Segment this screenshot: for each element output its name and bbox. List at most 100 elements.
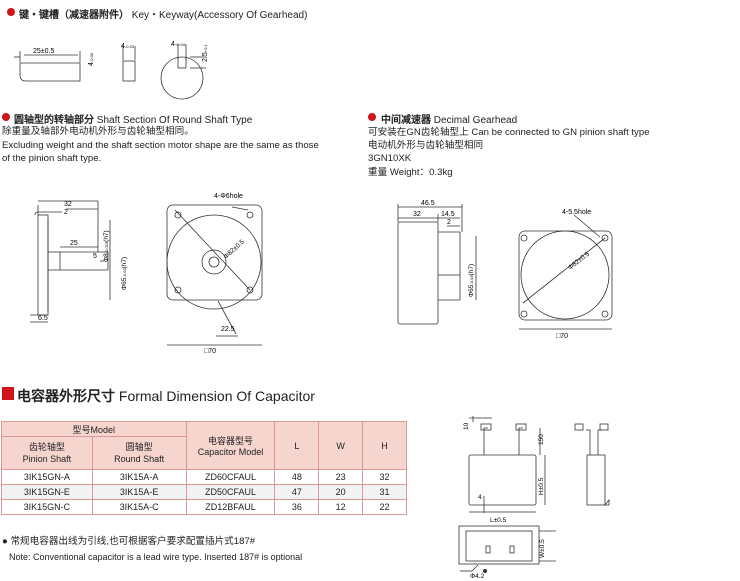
- cell-l: 47: [274, 484, 320, 500]
- cell-w: 23: [318, 469, 364, 485]
- cell-round: 3IK15A-E: [91, 484, 187, 500]
- cell-h: 32: [362, 469, 407, 485]
- rs-dim-shaft: Φ8-0.015(h7): [103, 230, 110, 262]
- dg-dim-2: 2: [447, 219, 451, 226]
- cap-dim-10: 10: [463, 422, 470, 430]
- section2-bullet: [2, 113, 10, 121]
- table-header-h: H: [362, 421, 407, 470]
- dg-dim-sq: □70: [556, 333, 568, 340]
- section3-title-cn: 中间减速器: [381, 115, 431, 126]
- cell-cap: ZD12BFAUL: [185, 499, 276, 515]
- key-dim-d-tol: +0.1: [203, 44, 208, 53]
- section3-line1: 可安装在GN齿轮轴型上 Can be connected to GN pinio…: [368, 127, 650, 138]
- dg-dim-body: Φ65-0.03(h7): [468, 264, 475, 297]
- rs-dim-65: 6.5: [38, 315, 48, 322]
- cap-dim-h: H±0.5: [538, 477, 545, 495]
- table-header-pinion-en: Pinion Shaft: [22, 454, 72, 464]
- dg-dim-465: 46.5: [421, 200, 435, 207]
- section3-title: 中间减速器 Decimal Gearhead: [381, 111, 517, 126]
- rs-dim-hole: 4-Φ6hole: [214, 193, 243, 200]
- table-header-round: 圆轴型 Round Shaft: [91, 436, 187, 470]
- cell-pinion: 3IK15GN-A: [1, 469, 93, 485]
- cell-h: 22: [362, 499, 407, 515]
- rs-body-tol: -0.03: [122, 268, 127, 278]
- cell-w: 12: [318, 499, 364, 515]
- table-row: 3IK15GN-A 3IK15A-A ZD60CFAUL 48 23 32: [1, 469, 407, 485]
- key-dim-d: 2.5+0.1: [202, 44, 209, 62]
- section2-title-en: Shaft Section Of Round Shaft Type: [96, 115, 253, 126]
- dg-dim-hole: 4-5.5hole: [562, 209, 591, 216]
- section2-title: 圆轴型的转轴部分 Shaft Section Of Round Shaft Ty…: [14, 111, 252, 126]
- capacitor-note-en: Note: Conventional capacitor is a lead w…: [9, 552, 303, 562]
- cell-cap: ZD60CFAUL: [185, 469, 276, 485]
- section3-bullet: [368, 113, 376, 121]
- key-dim-len: 25±0.5: [33, 48, 54, 55]
- cell-pinion: 3IK15GN-C: [1, 499, 93, 515]
- cell-h: 31: [362, 484, 407, 500]
- capacitor-note-cn: ● 常规电容器出线为引线,也可根据客户要求配置插片式187#: [2, 536, 256, 547]
- key-dim-b-tol: -0.03: [125, 44, 135, 49]
- table-header-round-en: Round Shaft: [114, 454, 165, 464]
- cell-l: 36: [274, 499, 320, 515]
- section2-line2: Excluding weight and the shaft section m…: [2, 140, 319, 151]
- rs-shaft-tol: -0.015: [104, 241, 109, 253]
- key-dim-b: 4-0.03: [121, 43, 135, 50]
- section1-bullet: [7, 8, 15, 16]
- rs-shaft-val: Φ8: [103, 253, 110, 262]
- section2-line3: of the pinion shaft type.: [2, 153, 102, 164]
- section1-title: 键・键槽（减速器附件） Key・Keyway(Accessory Of Gear…: [19, 6, 307, 21]
- table-header-l: L: [274, 421, 320, 470]
- table-row: 3IK15GN-C 3IK15A-C ZD12BFAUL 36 12 22: [1, 499, 407, 515]
- rs-shaft-fit: (h7): [103, 230, 110, 242]
- capacitor-title-bar: [2, 387, 14, 400]
- cell-round: 3IK15A-C: [91, 499, 187, 515]
- section3-title-en: Decimal Gearhead: [433, 115, 518, 126]
- key-dim-d-val: 2.5: [202, 52, 209, 62]
- cap-dim-4: 4: [478, 494, 482, 501]
- table-header-w: W: [318, 421, 364, 470]
- dg-body-fit: (h7): [468, 264, 475, 276]
- cap-dim-150: 150: [538, 434, 545, 445]
- cap-dim-w: W±0.5: [539, 539, 546, 558]
- capacitor-title-cn: 电容器外形尺寸: [17, 388, 115, 404]
- key-dim-c: 4+0.04: [171, 41, 186, 48]
- capacitor-title: 电容器外形尺寸 Formal Dimension Of Capacitor: [17, 386, 315, 406]
- table-header-capacitor-en: Capacitor Model: [197, 447, 264, 457]
- rs-dim-sq: □70: [204, 348, 216, 355]
- rs-dim-5: 5: [93, 253, 97, 260]
- table-header-capacitor-cn: 电容器型号: [207, 436, 253, 446]
- capacitor-title-en: Formal Dimension Of Capacitor: [118, 388, 315, 404]
- cap-dim-l: L±0.5: [490, 517, 507, 524]
- table-header-round-cn: 圆轴型: [125, 442, 153, 452]
- cell-l: 48: [274, 469, 320, 485]
- section1-title-cn: 键・键槽（减速器附件）: [19, 10, 129, 21]
- section2-title-cn: 圆轴型的转轴部分: [14, 115, 94, 126]
- section3-weight: 重量 Weight：0.3kg: [368, 167, 453, 178]
- key-drawing: 25±0.5 4-0.03 4-0.03 4+0.04 2.5+0.1: [14, 41, 209, 100]
- key-dim-c-val: 4: [171, 41, 175, 48]
- dg-dim-145: 14.5: [441, 211, 455, 218]
- key-dim-a: 4-0.03: [88, 52, 95, 66]
- rs-dim-225: 22.5: [221, 326, 235, 333]
- round-shaft-drawing: 32 2 25 5 6.5 Φ8-0.015(h7) Φ65-0.03(h7) …: [30, 193, 263, 355]
- rs-body-val: Φ65: [121, 277, 128, 290]
- section1-title-en: Key・Keyway(Accessory Of Gearhead): [131, 10, 308, 21]
- key-dim-c-tol: +0.04: [175, 42, 186, 47]
- rs-dim-body: Φ65-0.03(h7): [121, 257, 128, 290]
- rs-dim-32: 32: [64, 201, 72, 208]
- capacitor-table: 型号Model 电容器型号 Capacitor Model L W H 齿轮轴型…: [1, 421, 407, 515]
- rs-dim-2: 2: [64, 209, 68, 216]
- dg-body-val: Φ65: [468, 284, 475, 297]
- rs-dim-25: 25: [70, 240, 78, 247]
- dg-dim-32: 32: [413, 211, 421, 218]
- key-dim-a-tol: -0.03: [89, 52, 94, 62]
- section3-model: 3GN10XK: [368, 153, 412, 164]
- cell-round: 3IK15A-A: [91, 469, 187, 485]
- cap-dim-hole: Φ4.2: [470, 573, 485, 580]
- table-row: 3IK15GN-E 3IK15A-E ZD50CFAUL 47 20 31: [1, 484, 407, 500]
- key-dim-b-val: 4: [121, 43, 125, 50]
- table-header-pinion: 齿轮轴型 Pinion Shaft: [1, 436, 93, 470]
- table-header-capacitor: 电容器型号 Capacitor Model: [185, 421, 276, 470]
- dg-body-tol: -0.03: [469, 275, 474, 285]
